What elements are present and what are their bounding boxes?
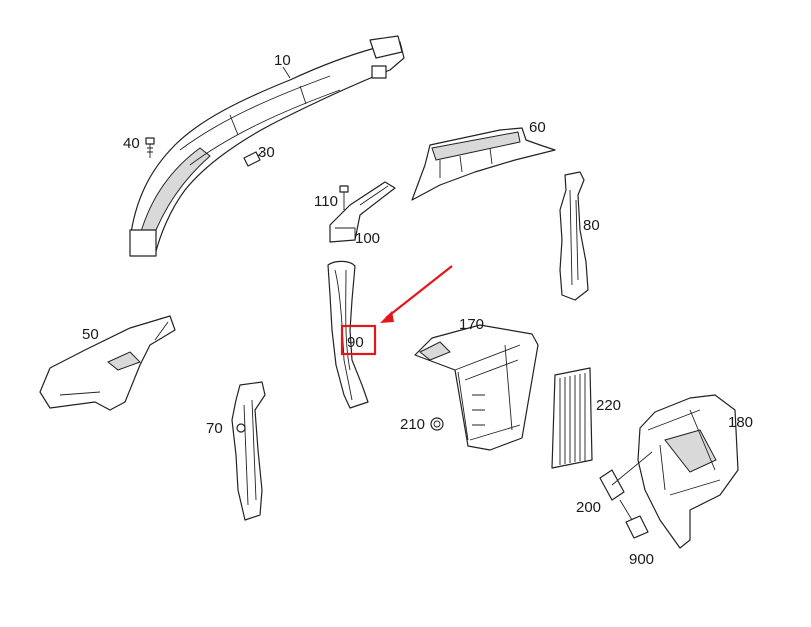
part-80-duct	[559, 171, 589, 301]
part-70-duct	[231, 381, 266, 521]
label-100: 100	[355, 230, 380, 247]
part-110-bolt	[339, 185, 349, 210]
label-80: 80	[583, 217, 600, 234]
highlight-arrow	[385, 265, 453, 319]
label-10: 10	[274, 52, 291, 69]
part-200-sensor	[599, 451, 653, 501]
part-50-panel	[39, 315, 176, 411]
label-210: 210	[400, 416, 425, 433]
part-90-duct	[327, 260, 369, 409]
label-170: 170	[459, 316, 484, 333]
label-50: 50	[82, 326, 99, 343]
part-10-duct	[129, 35, 405, 257]
label-30: 30	[258, 144, 275, 161]
label-180: 180	[728, 414, 753, 431]
part-220-filter	[551, 367, 593, 469]
part-40-bolt	[145, 137, 155, 158]
label-220: 220	[596, 397, 621, 414]
part-30-clip	[243, 151, 263, 167]
label-200: 200	[576, 499, 601, 516]
leader-10	[282, 66, 291, 79]
label-90: 90	[347, 334, 364, 351]
label-900: 900	[629, 551, 654, 568]
part-170-housing	[414, 324, 539, 451]
highlight-box	[340, 324, 377, 356]
label-70: 70	[206, 420, 223, 437]
part-210-plug	[430, 417, 444, 431]
label-60: 60	[529, 119, 546, 136]
part-60-bracket	[411, 127, 556, 201]
highlight-arrow-head	[380, 311, 394, 323]
part-100-adapter	[329, 181, 396, 243]
part-900-connector	[619, 499, 649, 539]
part-180-housing	[637, 394, 739, 549]
label-40: 40	[123, 135, 140, 152]
label-110: 110	[314, 193, 338, 210]
